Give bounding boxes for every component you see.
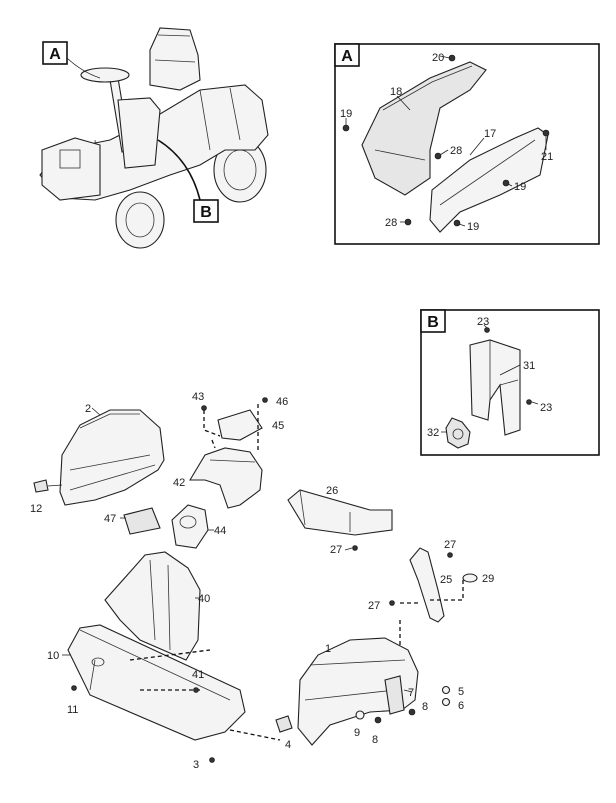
callout-10: 10 <box>47 650 59 662</box>
callout-27a: 27 <box>444 539 456 551</box>
callout-21: 21 <box>541 151 553 163</box>
callout-42: 42 <box>173 477 185 489</box>
callout-40: 40 <box>198 593 210 605</box>
callout-41: 41 <box>192 669 204 681</box>
part-45-shape <box>217 409 263 441</box>
part-31-shape <box>469 339 521 436</box>
callout-9: 9 <box>354 727 360 739</box>
part-10-shape <box>67 624 246 741</box>
callout-18: 18 <box>390 86 402 98</box>
callout-11: 11 <box>67 704 78 716</box>
part-47-shape <box>123 507 161 535</box>
part-26-shape <box>287 489 393 536</box>
callout-19c: 19 <box>467 221 479 233</box>
callout-3: 3 <box>193 759 199 771</box>
callout-46: 46 <box>276 396 288 408</box>
callout-19a: 19 <box>340 108 352 120</box>
overview-label-b: B <box>193 199 219 223</box>
part-32-shape <box>445 417 471 449</box>
callout-20: 20 <box>432 52 444 64</box>
callout-29: 29 <box>482 573 494 585</box>
callout-6: 6 <box>458 700 464 712</box>
callout-8a: 8 <box>422 701 428 713</box>
callout-32: 32 <box>427 427 439 439</box>
inset-b-frame: B <box>420 309 600 456</box>
callout-28a: 28 <box>450 145 462 157</box>
callout-2: 2 <box>85 403 91 415</box>
callout-47: 47 <box>104 513 116 525</box>
svg-text:A: A <box>341 48 353 65</box>
overview-a-leader <box>66 57 101 79</box>
callout-31: 31 <box>523 360 535 372</box>
callout-28b: 28 <box>385 217 397 229</box>
callout-17: 17 <box>484 128 496 140</box>
callout-7: 7 <box>408 687 414 699</box>
part-44-shape <box>171 504 209 549</box>
callout-44: 44 <box>214 525 226 537</box>
part-18-shape <box>361 61 487 196</box>
overview-label-a: A <box>42 41 68 65</box>
part-25-shape <box>409 547 445 623</box>
part-42-shape <box>189 447 263 509</box>
callout-19b: 19 <box>514 181 526 193</box>
callout-26: 26 <box>326 485 338 497</box>
tractor-overview <box>39 27 269 249</box>
part-2-shape <box>59 409 165 506</box>
callout-12: 12 <box>30 503 42 515</box>
callout-27c: 27 <box>368 600 380 612</box>
callout-4: 4 <box>285 739 291 751</box>
callout-23a: 23 <box>477 316 489 328</box>
part-1-shape <box>297 637 419 746</box>
callout-43: 43 <box>192 391 204 403</box>
callout-45: 45 <box>272 420 284 432</box>
svg-text:A: A <box>49 46 61 63</box>
callout-5: 5 <box>458 686 464 698</box>
callout-8b: 8 <box>372 734 378 746</box>
inset-a-frame: A <box>334 43 600 245</box>
callout-23b: 23 <box>540 402 552 414</box>
callout-27b: 27 <box>330 544 342 556</box>
svg-text:B: B <box>200 204 212 221</box>
svg-text:B: B <box>427 314 439 331</box>
callout-25: 25 <box>440 574 452 586</box>
overview-b-leader <box>157 139 201 201</box>
callout-1: 1 <box>325 643 331 655</box>
